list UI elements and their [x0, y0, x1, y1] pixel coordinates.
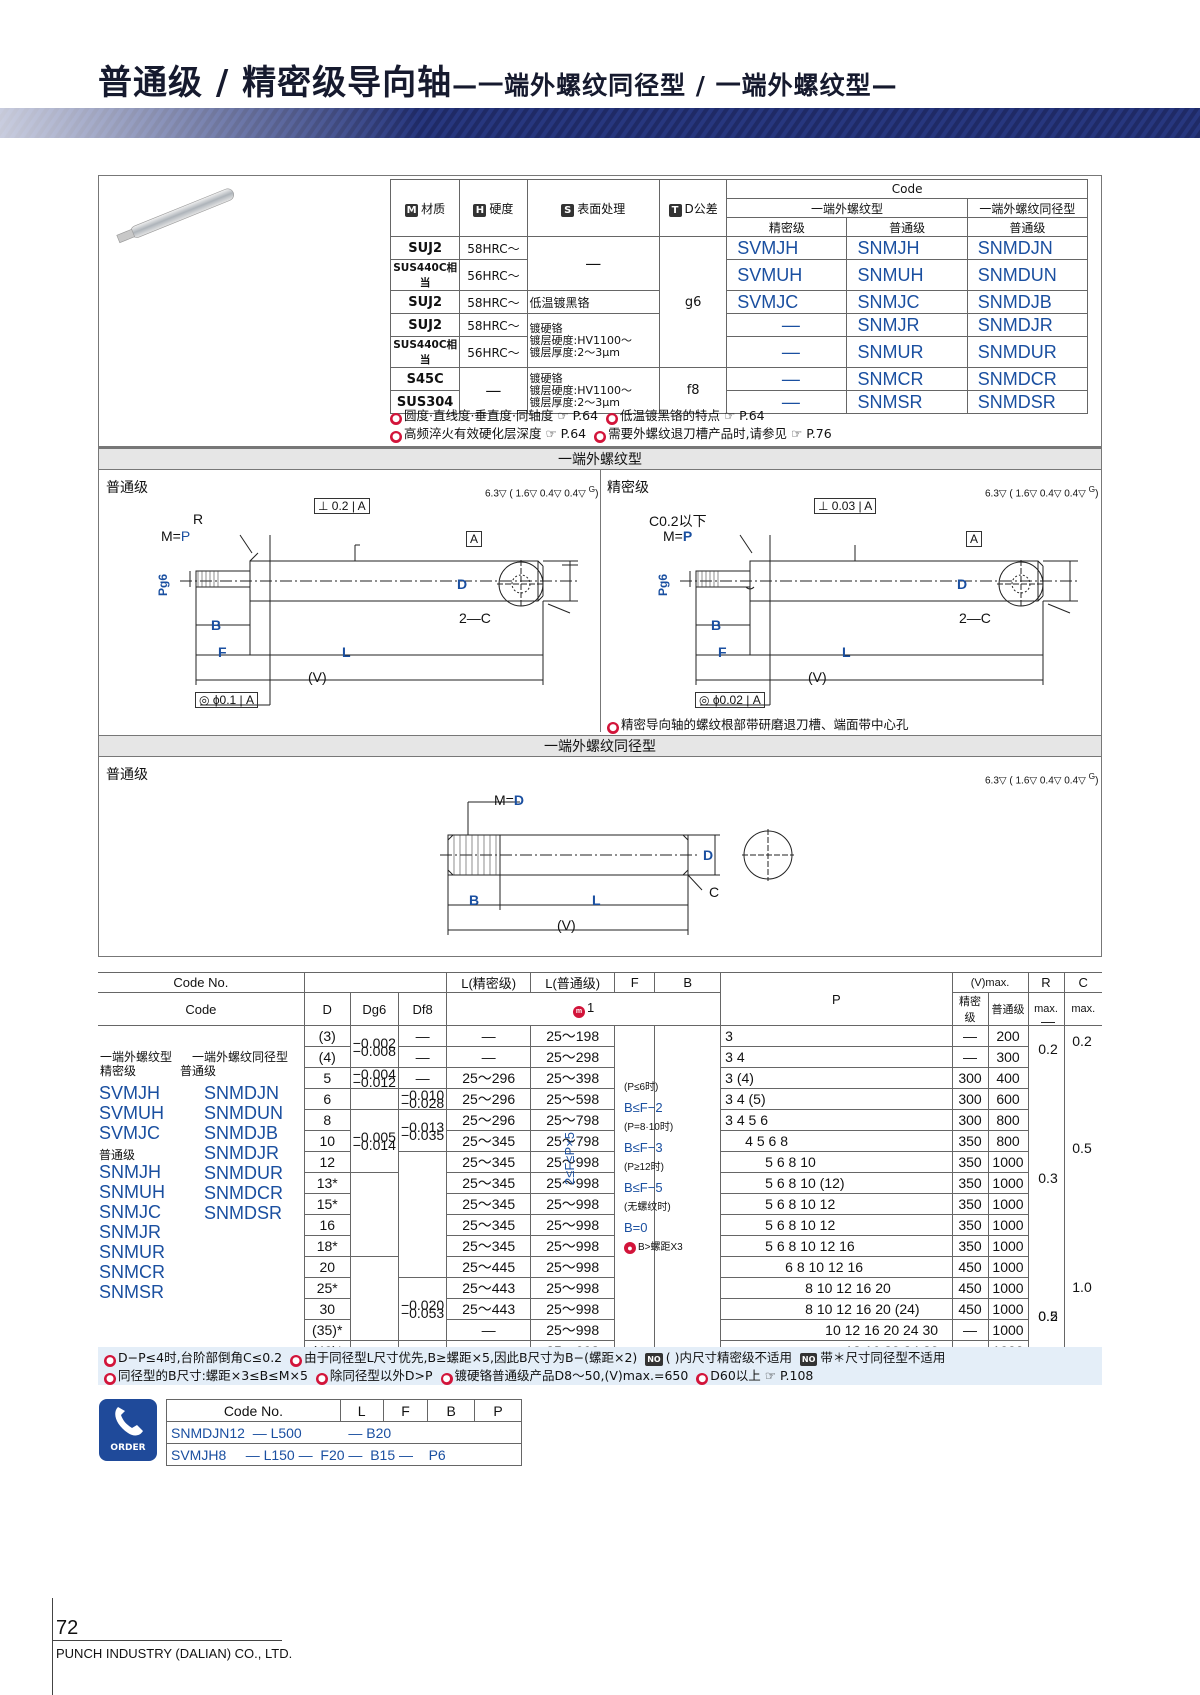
- section-header-b: 一端外螺纹同径型: [99, 735, 1101, 757]
- dimension-table: Code No. L(精密级) L(普通级) F B P (V)max. R C…: [98, 972, 1102, 1383]
- drawing-normal: [180, 534, 580, 706]
- p-dim: Pg6: [656, 573, 671, 597]
- spec-notes: ●圆度·直线度·垂直度·同轴度 ☞ P.64 ●低温镀黑铬的特点 ☞ P.64 …: [390, 407, 832, 443]
- l-dim: L: [842, 644, 851, 660]
- v-dim: (V): [808, 669, 827, 685]
- coax-tol: ◎ ϕ0.02 | A: [695, 692, 765, 708]
- f-dim: F: [718, 644, 727, 660]
- roughness-mark: 6.3▽ ( 1.6▽ 0.4▽ 0.4▽ G): [485, 484, 599, 500]
- order-table: Code No. L F B P SNMDJN12 — L500 — B20 S…: [166, 1399, 522, 1466]
- table-row: SUJ2 58HRC～ 镀硬铬 镀层硬度:HV1100～ 镀层厚度:2～3μm …: [389, 313, 1089, 368]
- product-image: [116, 188, 234, 244]
- chamfer-label: C: [709, 884, 720, 900]
- precision-note: ●精密导向轴的螺纹根部带研磨退刀槽、端面带中心孔: [607, 714, 909, 734]
- section-header-a: 一端外螺纹型: [99, 448, 1101, 470]
- table-notes: ●D−P≤4时,台阶部倒角C≤0.2 ●由于同径型L尺寸优先,B≥螺距×5,因此…: [98, 1347, 1102, 1385]
- header-stripe-bar: [0, 108, 1200, 138]
- phone-icon: [115, 1407, 143, 1436]
- b-dim: B: [469, 892, 480, 908]
- datum-a: A: [466, 531, 483, 547]
- datum-a: A: [966, 531, 983, 547]
- title-main: 普通级 / 精密级导向轴: [98, 63, 453, 103]
- chamfer-label: 2—C: [959, 610, 991, 626]
- drawing-precision: [680, 534, 1080, 706]
- order-icon: ORDER: [99, 1399, 157, 1461]
- spec-panel: [98, 175, 1102, 447]
- code-list-col1: SVMJH SVMUH SVMJC 普通级 SNMJH SNMUH SNMJC …: [99, 1083, 165, 1302]
- footer-line: [52, 1598, 53, 1695]
- p-dim: Pg6: [156, 573, 171, 597]
- page-title: 普通级 / 精密级导向轴—一端外螺纹同径型 / 一端外螺纹型—: [98, 55, 898, 104]
- m-d-label: M=D: [494, 792, 524, 808]
- f-formula: 2≤F≤P×5: [562, 1132, 577, 1185]
- f-dim: F: [218, 644, 227, 660]
- m-p-label: M=P: [663, 528, 693, 544]
- c02-label: C0.2以下: [649, 513, 707, 529]
- m-p-label: M=P: [161, 528, 191, 544]
- table-row: SUJ2 58HRC～ — g6 SVMJH SNMJH SNMDJN: [389, 236, 1089, 368]
- code-header: Code: [726, 179, 1088, 199]
- l-dim: L: [342, 644, 351, 660]
- roughness-mark: 6.3▽ ( 1.6▽ 0.4▽ 0.4▽ G): [985, 484, 1099, 500]
- normal-grade-label: 普通级: [106, 480, 148, 496]
- perp-tol: ⊥ 0.03 | A: [814, 498, 877, 514]
- table-row: SUS304 — SNMSR SNMDSR: [389, 390, 1089, 414]
- table-row: SUS440C相当 56HRC～ — SNMUR SNMDUR: [389, 336, 1089, 368]
- surface-badge: S: [561, 203, 575, 217]
- perp-tol: ⊥ 0.2 | A: [314, 498, 370, 514]
- b-dim: B: [711, 617, 722, 633]
- hardness-badge: H: [473, 203, 487, 217]
- table-row: S45C — 镀硬铬 镀层硬度:HV1100～ 镀层厚度:2～3μm f8 — …: [389, 367, 1089, 414]
- footer-rule: [52, 1640, 282, 1641]
- l-dim: L: [592, 892, 601, 908]
- v-dim: (V): [557, 917, 576, 933]
- normal-grade-label-2: 普通级: [106, 767, 148, 783]
- page-number: 72: [56, 1617, 79, 1639]
- code-list-col2: SNMDJN SNMDUN SNMDJB SNMDJR SNMDUR SNMDC…: [204, 1083, 283, 1223]
- divider: [600, 470, 601, 732]
- v-dim: (V): [308, 669, 327, 685]
- title-sub: —一端外螺纹同径型 / 一端外螺纹型—: [452, 71, 898, 100]
- drawing-same-diameter: [440, 801, 794, 935]
- drawing-panel: [98, 447, 1102, 957]
- d-dim: D: [703, 847, 714, 863]
- d-dim: D: [957, 576, 968, 592]
- chamfer-label: 2—C: [459, 610, 491, 626]
- order-row: SVMJH8 — L150 — F20 — B15 — P6: [166, 1443, 522, 1466]
- precision-grade-label: 精密级: [607, 480, 649, 496]
- code-list: 一端外螺纹型 一端外螺纹同径型 精密级 普通级: [100, 1050, 289, 1078]
- r-label: R: [193, 511, 204, 527]
- tolerance-badge: T: [668, 203, 682, 217]
- company-name: PUNCH INDUSTRY (DALIAN) CO., LTD.: [56, 1646, 293, 1661]
- d-dim: D: [457, 576, 468, 592]
- coax-tol: ◎ ϕ0.1 | A: [195, 692, 259, 708]
- roughness-mark: 6.3▽ ( 1.6▽ 0.4▽ 0.4▽ G): [985, 771, 1099, 787]
- b-rules: (P≤6时) B≤F−2 (P=8·10时) B≤F−3 (P≥12时) B≤F…: [624, 1082, 683, 1254]
- b-dim: B: [211, 617, 222, 633]
- table-row: SUJ2 58HRC～ 低温镀黑铬 SVMJC SNMJC SNMDJB: [389, 290, 1089, 314]
- order-row: SNMDJN12 — L500 — B20: [166, 1421, 522, 1444]
- material-badge: M: [405, 203, 419, 217]
- table-row: SUS440C相当 56HRC～ SVMUH SNMUH SNMDUN: [389, 259, 1089, 291]
